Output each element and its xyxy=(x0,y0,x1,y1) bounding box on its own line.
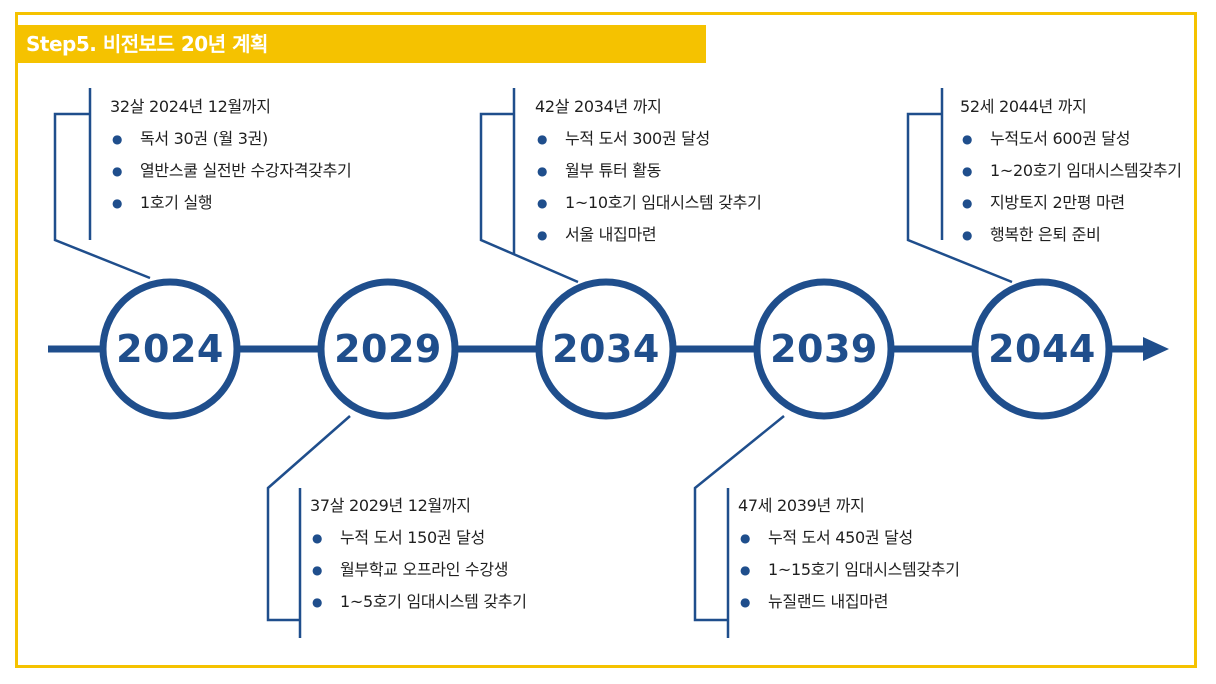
milestone-note-2029: 37살 2029년 12월까지 ●누적 도서 150권 달성 ●월부학교 오프라… xyxy=(310,490,527,618)
year-label-2034: 2034 xyxy=(552,327,660,371)
goal-item: ●누적 도서 300권 달성 xyxy=(535,123,762,155)
goal-item: ●1~10호기 임대시스템 갖추기 xyxy=(535,187,762,219)
goal-list: ●누적 도서 450권 달성 ●1~15호기 임대시스템갖추기 ●뉴질랜드 내집… xyxy=(738,522,960,618)
bullet-icon: ● xyxy=(962,196,973,210)
year-label-2024: 2024 xyxy=(116,327,224,371)
bullet-icon: ● xyxy=(962,228,973,242)
bullet-icon: ● xyxy=(537,132,548,146)
milestone-heading: 32살 2024년 12월까지 xyxy=(110,97,271,116)
year-circle-2044 xyxy=(971,278,1113,420)
milestone-heading: 42살 2034년 까지 xyxy=(535,97,662,116)
milestone-heading: 37살 2029년 12월까지 xyxy=(310,496,471,515)
goal-item: ●서울 내집마련 xyxy=(535,219,762,251)
outer-frame xyxy=(15,12,1197,668)
goal-list: ●누적 도서 300권 달성 ●월부 튜터 활동 ●1~10호기 임대시스템 갖… xyxy=(535,123,762,251)
year-circle-2039 xyxy=(753,278,895,420)
bullet-icon: ● xyxy=(537,228,548,242)
bullet-icon: ● xyxy=(312,595,323,609)
goal-item: ●누적 도서 450권 달성 xyxy=(738,522,960,554)
page-title: Step5. 비전보드 20년 계획 xyxy=(26,32,268,56)
year-label-2039: 2039 xyxy=(770,327,878,371)
goal-item: ●지방토지 2만평 마련 xyxy=(960,187,1182,219)
bullet-icon: ● xyxy=(962,164,973,178)
milestone-note-2039: 47세 2039년 까지 ●누적 도서 450권 달성 ●1~15호기 임대시스… xyxy=(738,490,960,618)
connector-2039 xyxy=(693,415,785,622)
bullet-icon: ● xyxy=(312,563,323,577)
bullet-icon: ● xyxy=(112,132,123,146)
bullet-icon: ● xyxy=(537,196,548,210)
milestone-note-2034: 42살 2034년 까지 ●누적 도서 300권 달성 ●월부 튜터 활동 ●1… xyxy=(535,91,762,251)
goal-list: ●누적도서 600권 달성 ●1~20호기 임대시스템갖추기 ●지방토지 2만평… xyxy=(960,123,1182,251)
timeline-arrowhead xyxy=(1143,337,1169,361)
connector-2044 xyxy=(906,112,1013,284)
year-circle-2029 xyxy=(317,278,459,420)
goal-item: ●1~15호기 임대시스템갖추기 xyxy=(738,554,960,586)
goal-list: ●독서 30권 (월 3권) ●열반스쿨 실전반 수강자격갖추기 ●1호기 실행 xyxy=(110,123,352,219)
title-bar xyxy=(18,25,706,63)
year-label-2044: 2044 xyxy=(988,327,1096,371)
connector-2029 xyxy=(266,415,351,622)
goal-list: ●누적 도서 150권 달성 ●월부학교 오프라인 수강생 ●1~5호기 임대시… xyxy=(310,522,527,618)
bullet-icon: ● xyxy=(740,595,751,609)
goal-item: ●월부학교 오프라인 수강생 xyxy=(310,554,527,586)
bullet-icon: ● xyxy=(312,531,323,545)
bullet-icon: ● xyxy=(112,196,123,210)
goal-item: ●누적 도서 150권 달성 xyxy=(310,522,527,554)
year-circle-2024 xyxy=(99,278,241,420)
milestone-heading: 52세 2044년 까지 xyxy=(960,97,1087,116)
goal-item: ●1호기 실행 xyxy=(110,187,351,219)
goal-item: ●누적도서 600권 달성 xyxy=(960,123,1182,155)
goal-item: ●열반스쿨 실전반 수강자격갖추기 xyxy=(110,155,352,187)
goal-item: ●월부 튜터 활동 xyxy=(535,155,762,187)
connector-2034 xyxy=(479,112,579,284)
connector-2024 xyxy=(53,112,151,280)
goal-item: ●1~5호기 임대시스템 갖추기 xyxy=(310,586,527,618)
goal-item: ●뉴질랜드 내집마련 xyxy=(738,586,960,618)
year-circle-2034 xyxy=(535,278,677,420)
year-label-2029: 2029 xyxy=(334,327,442,371)
bullet-icon: ● xyxy=(962,132,973,146)
bullet-icon: ● xyxy=(112,164,123,178)
milestone-note-2024: 32살 2024년 12월까지 ●독서 30권 (월 3권) ●열반스쿨 실전반… xyxy=(110,91,352,219)
bullet-icon: ● xyxy=(740,531,751,545)
goal-item: ●행복한 은퇴 준비 xyxy=(960,219,1182,251)
bullet-icon: ● xyxy=(740,563,751,577)
goal-item: ●독서 30권 (월 3권) xyxy=(110,123,351,155)
goal-item: ●1~20호기 임대시스템갖추기 xyxy=(960,155,1182,187)
bullet-icon: ● xyxy=(537,164,548,178)
milestone-note-2044: 52세 2044년 까지 ●누적도서 600권 달성 ●1~20호기 임대시스템… xyxy=(960,91,1182,251)
milestone-heading: 47세 2039년 까지 xyxy=(738,496,865,515)
